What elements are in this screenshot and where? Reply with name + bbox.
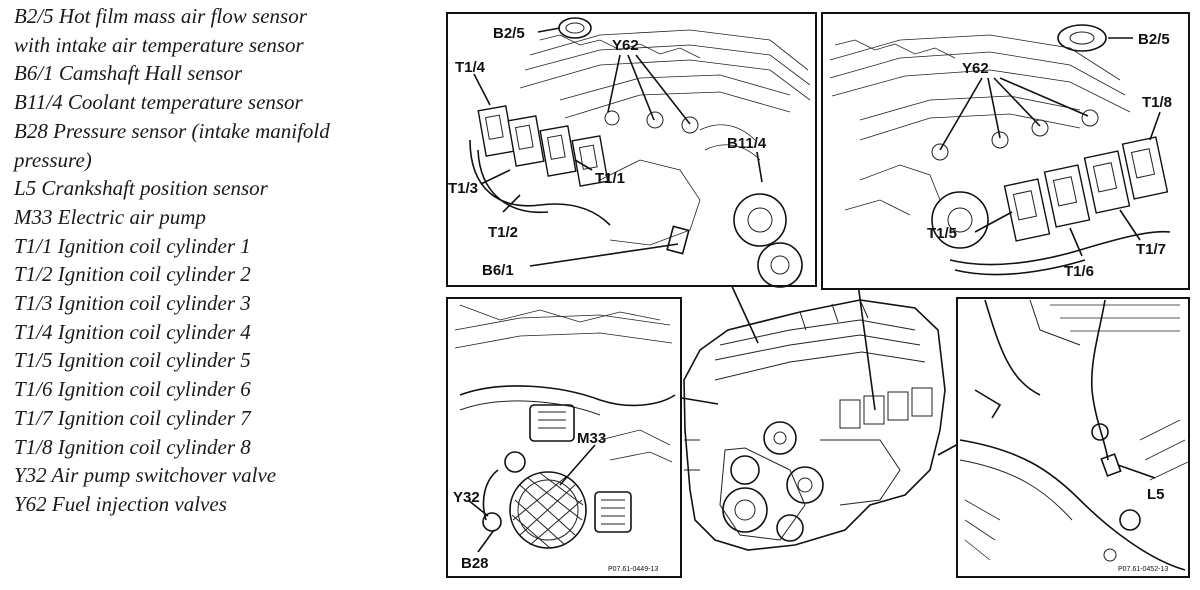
legend-item: T1/3 Ignition coil cylinder 3 xyxy=(14,291,251,316)
panel-top-left: B2/5 Y62 T1/4 B11/4 T1/1 T1/3 T1/2 B6/1 xyxy=(446,12,817,288)
legend-item: B6/1 Camshaft Hall sensor xyxy=(14,61,243,86)
callout-m33: M33 xyxy=(577,430,606,447)
legend-item: B28 Pressure sensor (intake manifold xyxy=(14,118,330,143)
callout-t1-3: T1/3 xyxy=(448,180,478,197)
legend-item: T1/6 Ignition coil cylinder 6 xyxy=(14,377,251,402)
engine-overview xyxy=(683,299,946,551)
callout-t1-2: T1/2 xyxy=(488,224,518,241)
callout-t1-5: T1/5 xyxy=(927,225,957,242)
callout-t1-8: T1/8 xyxy=(1142,94,1172,111)
legend-item: Y62 Fuel injection valves xyxy=(14,491,227,516)
pointer-lines xyxy=(681,281,961,456)
callout-t1-1: T1/1 xyxy=(595,170,625,187)
legend-item: T1/5 Ignition coil cylinder 5 xyxy=(14,348,251,373)
legend-item: pressure) xyxy=(14,147,92,172)
legend-item: T1/7 Ignition coil cylinder 7 xyxy=(14,405,251,430)
legend-item: T1/1 Ignition coil cylinder 1 xyxy=(14,233,251,258)
legend-item: T1/2 Ignition coil cylinder 2 xyxy=(14,262,251,287)
panel-bottom-left: M33 Y32 B28 P07.61-0449-13 xyxy=(446,297,682,578)
figure-code: P07.61-0449-13 xyxy=(608,566,658,573)
legend-item: T1/8 Ignition coil cylinder 8 xyxy=(14,434,251,459)
legend-item: with intake air temperature sensor xyxy=(14,32,304,57)
callout-b2-5: B2/5 xyxy=(493,25,525,42)
callout-t1-4: T1/4 xyxy=(455,59,486,76)
legend: B2/5 Hot film mass air flow sensor with … xyxy=(14,2,434,519)
legend-item: Y32 Air pump switchover valve xyxy=(14,463,277,488)
callout-b2-5: B2/5 xyxy=(1138,31,1170,48)
callout-y32: Y32 xyxy=(453,489,480,506)
callout-y62: Y62 xyxy=(612,37,639,54)
panel-top-right: B2/5 Y62 T1/8 T1/5 T1/7 T1/6 xyxy=(821,12,1190,290)
legend-item: T1/4 Ignition coil cylinder 4 xyxy=(14,319,251,344)
figure-code: P07.61-0452-13 xyxy=(1118,566,1168,573)
callout-y62: Y62 xyxy=(962,60,989,77)
legend-item: L5 Crankshaft position sensor xyxy=(14,176,268,201)
callout-t1-7: T1/7 xyxy=(1136,241,1166,258)
legend-item: B2/5 Hot film mass air flow sensor xyxy=(14,4,307,28)
callout-b6-1: B6/1 xyxy=(482,262,514,279)
callout-t1-6: T1/6 xyxy=(1064,263,1094,280)
legend-item: B11/4 Coolant temperature sensor xyxy=(14,90,303,115)
callout-b11-4: B11/4 xyxy=(727,135,767,152)
panel-bottom-right: L5 P07.61-0452-13 xyxy=(956,297,1190,578)
callout-b28: B28 xyxy=(461,555,489,572)
callout-l5: L5 xyxy=(1147,486,1165,503)
legend-item: M33 Electric air pump xyxy=(14,204,206,229)
